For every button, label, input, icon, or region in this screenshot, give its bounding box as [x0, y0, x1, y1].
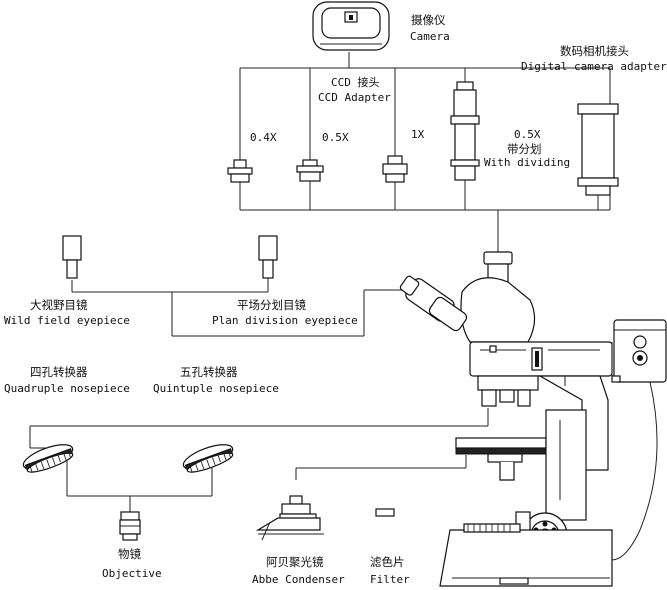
- quint-nosepiece-label-en: Quintuple nosepiece: [153, 382, 279, 395]
- objective-label-cn: 物镜: [118, 547, 141, 561]
- digital-camera-adapter-icon: [577, 103, 619, 196]
- abbe-condenser-icon: [255, 495, 324, 541]
- abbe-condenser-label-en: Abbe Condenser: [252, 573, 345, 586]
- digital-adapter-label-cn: 数码相机接头: [560, 44, 629, 58]
- plan-eyepiece-label-en: Plan division eyepiece: [212, 314, 358, 327]
- mag-05x-label: 0.5X: [322, 131, 349, 144]
- quint-nosepiece-label-cn: 五孔转换器: [180, 365, 238, 379]
- wide-eyepiece-label-en: Wild field eyepiece: [4, 314, 130, 327]
- mag-04x-label: 0.4X: [250, 131, 277, 144]
- camera-icon: [312, 1, 390, 51]
- plan-division-eyepiece-icon: [258, 235, 278, 279]
- microscope-body-icon: [399, 251, 667, 587]
- objective-label-en: Objective: [102, 567, 162, 580]
- quad-nosepiece-label-en: Quadruple nosepiece: [4, 382, 130, 395]
- wide-eyepiece-label-cn: 大视野目镜: [30, 298, 88, 312]
- mag-05x-div-label: 0.5X: [514, 128, 541, 141]
- filter-label-en: Filter: [370, 573, 410, 586]
- filter-icon: [375, 508, 395, 517]
- connector-lines: [29, 52, 611, 512]
- ccd-adapter-05x-dividing-icon: [450, 81, 480, 181]
- filter-label-cn: 滤色片: [370, 555, 405, 569]
- ccd-label-cn: CCD 接头: [331, 76, 380, 89]
- quadruple-nosepiece-icon: [22, 444, 74, 473]
- ccd-label-en: CCD Adapter: [318, 91, 391, 104]
- with-dividing-label-en: With dividing: [484, 156, 570, 169]
- abbe-condenser-label-cn: 阿贝聚光镜: [266, 555, 324, 569]
- camera-label-cn: 摄像仪: [411, 13, 446, 27]
- camera-label-en: Camera: [410, 30, 450, 43]
- digital-adapter-label-en: Digital camera adapter: [521, 60, 667, 73]
- ccd-adapter-05x-icon: [296, 159, 324, 182]
- quad-nosepiece-label-cn: 四孔转换器: [30, 365, 88, 379]
- mag-1x-label: 1X: [411, 128, 425, 141]
- ccd-adapter-04x-icon: [227, 159, 253, 183]
- quintuple-nosepiece-icon: [182, 444, 234, 473]
- plan-eyepiece-label-cn: 平场分划目镜: [237, 298, 306, 312]
- wide-field-eyepiece-icon: [62, 235, 82, 279]
- objective-icon: [119, 511, 141, 541]
- with-dividing-label-cn: 带分划: [507, 142, 542, 156]
- ccd-adapter-1x-icon: [382, 155, 408, 183]
